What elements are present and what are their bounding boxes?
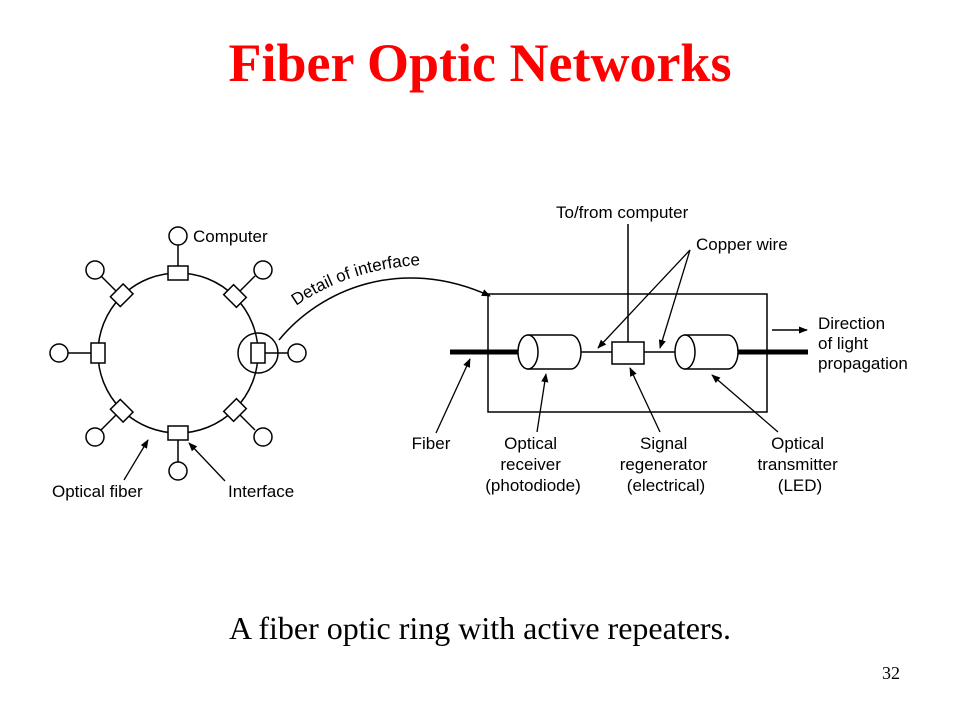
computer-node xyxy=(168,461,188,481)
fiber-label: Fiber xyxy=(412,434,451,453)
transmitter-line-2: transmitter xyxy=(757,455,838,474)
regenerator-line-3: (electrical) xyxy=(627,476,705,495)
copper-wire-pointer-right xyxy=(658,249,691,349)
computer-node xyxy=(287,343,307,363)
interface-label: Interface xyxy=(228,482,294,501)
slide-title: Fiber Optic Networks xyxy=(228,33,732,93)
detail-of-interface-label: Detail of interface xyxy=(288,250,421,309)
receiver-line-2: receiver xyxy=(500,455,561,474)
optical-fiber-label: Optical fiber xyxy=(52,482,143,501)
signal-regenerator xyxy=(611,341,645,365)
signal-regenerator-label: Signal regenerator (electrical) xyxy=(620,434,713,495)
optical-transmitter-label: Optical transmitter (LED) xyxy=(757,434,842,495)
direction-line-3: propagation xyxy=(818,354,908,373)
copper-wire-label: Copper wire xyxy=(696,235,788,254)
computer-node xyxy=(49,343,69,363)
transmitter-line-3: (LED) xyxy=(778,476,822,495)
direction-label: Direction of light propagation xyxy=(818,314,908,373)
interface-box xyxy=(250,342,266,364)
optical-receiver-label: Optical receiver (photodiode) xyxy=(485,434,580,495)
computer-node xyxy=(253,427,273,447)
slide-caption: A fiber optic ring with active repeaters… xyxy=(228,610,732,646)
computer-node xyxy=(253,260,273,280)
copper-wire-pointer-left xyxy=(597,249,691,349)
interface-detail xyxy=(450,224,808,413)
direction-line-2: of light xyxy=(818,334,868,353)
computer-label: Computer xyxy=(193,227,268,246)
computer-node xyxy=(85,260,105,280)
interface-box xyxy=(222,397,248,423)
interface-box xyxy=(167,425,189,441)
interface-box xyxy=(222,283,248,309)
detail-connector xyxy=(278,277,491,341)
computer-node xyxy=(168,226,188,246)
transmitter-line-1: Optical xyxy=(771,434,824,453)
interface-pointer xyxy=(188,442,226,482)
receiver-line-1: Optical xyxy=(504,434,557,453)
page-number: 32 xyxy=(882,663,900,683)
to-from-computer-label: To/from computer xyxy=(556,203,689,222)
interface-box xyxy=(167,265,189,281)
receiver-line-3: (photodiode) xyxy=(485,476,580,495)
regenerator-line-1: Signal xyxy=(640,434,687,453)
fiber-pointer xyxy=(435,358,471,434)
detail-of-interface-text: Detail of interface xyxy=(288,250,421,309)
interface-box xyxy=(90,342,106,364)
transmitter-pointer xyxy=(711,374,779,433)
interface-box xyxy=(109,398,135,424)
optical-fiber-pointer xyxy=(123,439,149,481)
computer-node xyxy=(85,427,105,447)
interface-box xyxy=(109,282,135,308)
regenerator-line-2: regenerator xyxy=(620,455,708,474)
optical-receiver xyxy=(517,334,582,370)
optical-transmitter xyxy=(674,334,739,370)
ring-network xyxy=(49,226,307,481)
direction-line-1: Direction xyxy=(818,314,885,333)
receiver-pointer xyxy=(536,373,549,433)
regenerator-pointer xyxy=(629,367,661,433)
